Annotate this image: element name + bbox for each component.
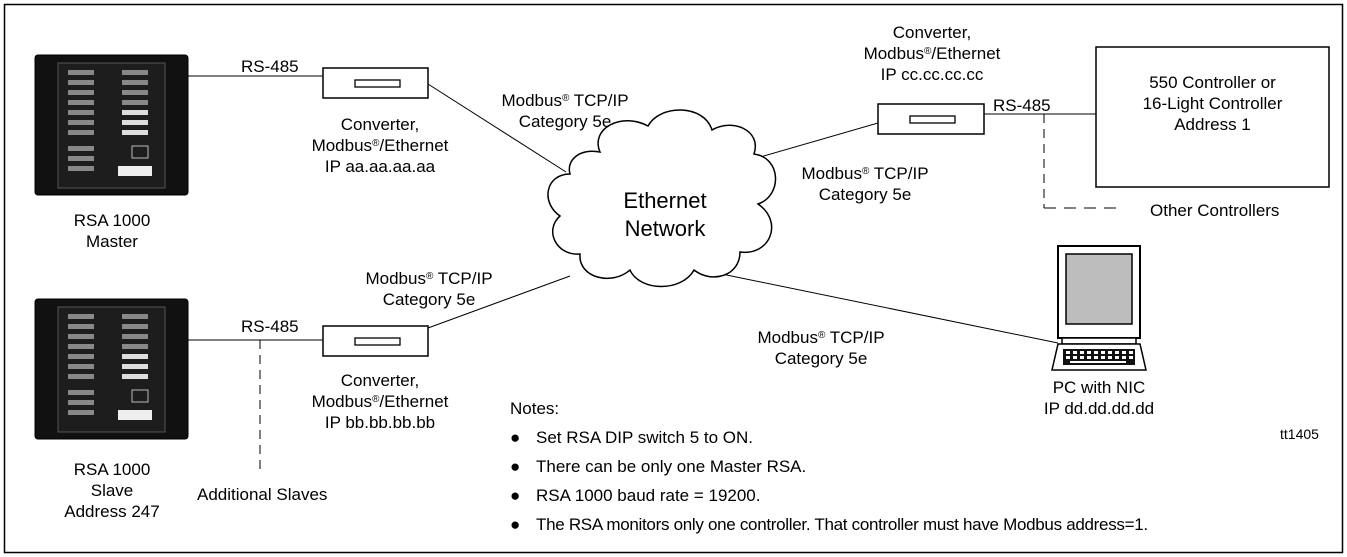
controller-label: 550 Controller or 16-Light Controller Ad… xyxy=(1142,73,1283,134)
note-item: ●There can be only one Master RSA. xyxy=(510,457,807,476)
controller-box xyxy=(1095,46,1330,188)
pc-computer xyxy=(1051,245,1147,371)
rsa-slave-label: RSA 1000 Slave Address 247 xyxy=(64,460,160,521)
rsa-master-panel xyxy=(34,54,189,196)
note-item: ●The RSA monitors only one controller. T… xyxy=(510,515,1148,534)
rsa-slave-panel xyxy=(34,298,189,440)
converter-b-label: Converter, Modbus®/Ethernet IP bb.bb.bb.… xyxy=(311,371,449,432)
pc-label: PC with NIC IP dd.dd.dd.dd xyxy=(1043,378,1155,418)
converter-a-box xyxy=(322,67,429,99)
note-item: ●Set RSA DIP switch 5 to ON. xyxy=(510,428,753,447)
notes-heading: Notes: xyxy=(510,399,560,418)
converter-b-box xyxy=(322,325,429,357)
figure-id: tt1405 xyxy=(1280,426,1319,442)
rsa-master-label: RSA 1000 Master xyxy=(73,211,151,251)
additional-slaves-label: Additional Slaves xyxy=(197,485,328,504)
modbus-label-a: Modbus® TCP/IP Category 5e xyxy=(501,91,629,131)
rs485-label-master: RS-485 xyxy=(241,57,299,76)
ethernet-network-label: Ethernet Network xyxy=(623,188,707,241)
modbus-label-c: Modbus® TCP/IP Category 5e xyxy=(801,164,929,204)
other-controllers-label: Other Controllers xyxy=(1150,201,1280,220)
converter-c-box xyxy=(877,103,985,135)
modbus-label-b: Modbus® TCP/IP Category 5e xyxy=(365,269,493,309)
note-item: ●RSA 1000 baud rate = 19200. xyxy=(510,486,761,505)
link-cloud-pc xyxy=(711,271,1059,344)
ethernet-cloud xyxy=(547,109,777,288)
modbus-label-pc: Modbus® TCP/IP Category 5e xyxy=(757,328,885,368)
rs485-label-controller: RS-485 xyxy=(993,96,1051,115)
converter-a-label: Converter, Modbus®/Ethernet IP aa.aa.aa.… xyxy=(311,115,449,176)
diagram-border xyxy=(3,3,1344,554)
rs485-label-slave: RS-485 xyxy=(241,317,299,336)
link-conv-a-cloud xyxy=(427,83,567,173)
link-conv-b-cloud xyxy=(427,275,571,329)
converter-c-label: Converter, Modbus®/Ethernet IP cc.cc.cc.… xyxy=(863,23,1001,84)
